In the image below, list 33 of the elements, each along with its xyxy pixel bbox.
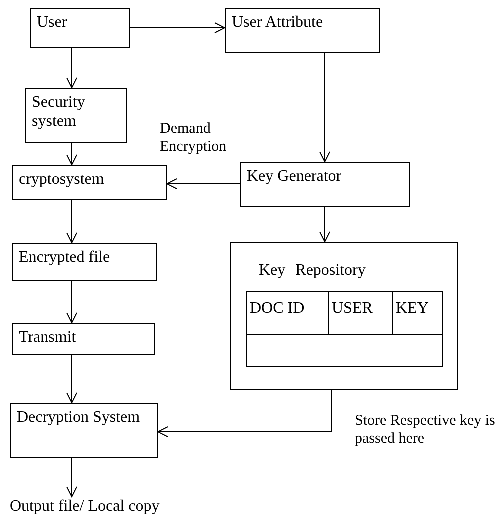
arrow	[66, 280, 78, 324]
node-label: Key Generator	[247, 167, 342, 186]
node-label: Security system	[32, 93, 86, 132]
attribute-box	[225, 8, 380, 53]
process-box	[240, 162, 410, 207]
node-label: Decryption System	[17, 408, 140, 428]
node-label: User	[37, 13, 68, 32]
process-box	[12, 323, 155, 355]
arrow	[66, 142, 78, 166]
node-label: User Attribute	[232, 13, 324, 32]
arrow	[66, 458, 78, 498]
table-header-cell: USER	[329, 292, 393, 334]
arrow	[320, 52, 330, 162]
process-box	[12, 165, 167, 200]
process-box	[25, 88, 127, 143]
arrow	[320, 206, 330, 242]
node-label: Encrypted file	[19, 248, 110, 268]
table-header-cell: DOC ID	[247, 292, 329, 334]
arrow	[66, 200, 78, 244]
node-label: cryptosystem	[19, 170, 104, 190]
arrow	[130, 22, 226, 34]
node-label: Key Repository	[259, 261, 366, 280]
repository-box	[230, 242, 458, 390]
arrow	[158, 390, 332, 438]
arrow	[66, 48, 78, 88]
node-label: Transmit	[19, 328, 76, 348]
output-text: Output file/ Local copy	[10, 497, 160, 516]
arrow	[66, 354, 78, 404]
arrow	[166, 178, 240, 190]
table-header-cell-text: KEY	[395, 299, 430, 319]
user-box	[30, 8, 130, 48]
process-box	[12, 243, 157, 281]
process-box	[10, 403, 158, 458]
